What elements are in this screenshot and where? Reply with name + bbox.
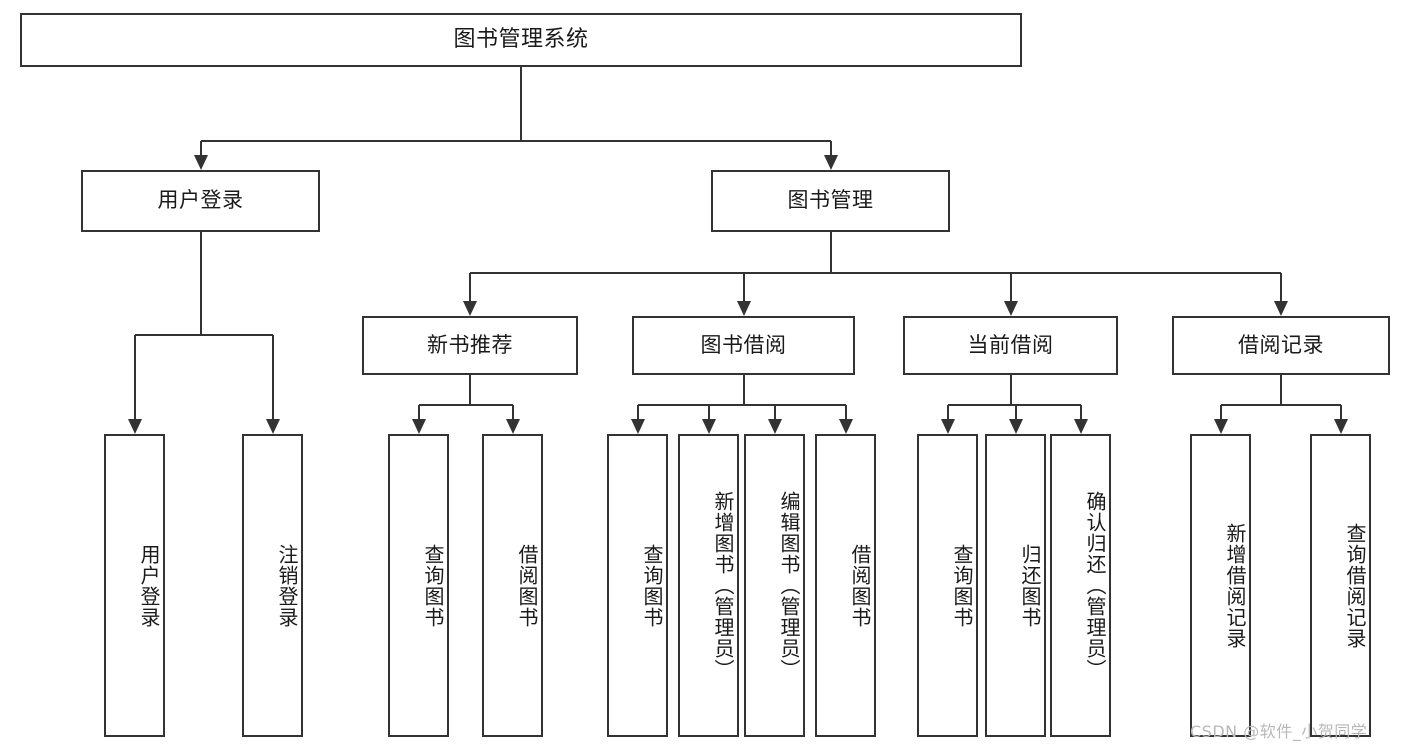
- arrow-head-icon: [1333, 419, 1348, 434]
- node-label: 查询借阅记录: [1343, 522, 1367, 649]
- connector-vertical: [707, 405, 710, 419]
- connector-stem: [1009, 375, 1012, 405]
- leaf-node: 编辑图书（管理员）: [744, 434, 805, 737]
- leaf-node: 查询图书: [388, 434, 449, 737]
- connector-vertical: [829, 141, 832, 155]
- connector-root-bar: [200, 140, 831, 142]
- connector-login-bar: [134, 334, 273, 336]
- connector-bar: [637, 404, 846, 406]
- node-label: 编辑图书（管理员）: [777, 491, 801, 680]
- node-label: 查询图书: [640, 543, 664, 628]
- node-label: 查询图书: [950, 543, 974, 628]
- node-label: 图书借阅: [700, 332, 787, 357]
- node-label: 注销登录: [275, 543, 299, 628]
- arrow-head-icon: [630, 419, 645, 434]
- connector-bar: [1220, 404, 1341, 406]
- connector-vertical: [1009, 273, 1012, 301]
- node-label: 新增借阅记录: [1223, 522, 1247, 649]
- node-label: 图书管理系统: [453, 26, 589, 52]
- node-label: 归还图书: [1018, 543, 1042, 628]
- level3-node: 借阅记录: [1172, 316, 1390, 375]
- root-node: 图书管理系统: [20, 13, 1022, 67]
- connector-stem: [1280, 375, 1282, 405]
- connector-vertical: [742, 273, 745, 301]
- arrow-head-icon: [463, 301, 477, 316]
- connector-stem: [469, 375, 471, 405]
- level3-node: 图书借阅: [632, 316, 855, 375]
- arrow-head-icon: [505, 419, 520, 434]
- leaf-node: 查询图书: [917, 434, 978, 737]
- arrow-head-icon: [1003, 301, 1018, 316]
- connector-vertical: [199, 141, 202, 155]
- connector-bar: [947, 404, 1081, 406]
- connector-stem: [742, 375, 745, 405]
- arrow-head-icon: [823, 155, 838, 170]
- node-label: 新增图书（管理员）: [711, 491, 735, 680]
- level3-node: 当前借阅: [903, 316, 1118, 375]
- node-label: 用户登录: [137, 543, 161, 628]
- arrow-head-icon: [411, 419, 426, 434]
- connector-vertical: [636, 405, 639, 419]
- connector-vertical: [1280, 273, 1282, 301]
- arrow-head-icon: [701, 419, 716, 434]
- node-label: 查询图书: [421, 543, 445, 628]
- node-label: 用户登录: [157, 188, 244, 213]
- level2-node: 用户登录: [81, 170, 320, 232]
- leaf-node: 新增借阅记录: [1190, 434, 1251, 737]
- leaf-node: 借阅图书: [815, 434, 876, 737]
- connector-login-stem: [199, 232, 202, 335]
- connector-books-bar: [470, 272, 1281, 274]
- connector-vertical: [1079, 405, 1082, 419]
- connector-vertical: [469, 273, 471, 301]
- connector-vertical: [511, 405, 514, 419]
- csdn-watermark: CSDN @软件_小贺同学: [1190, 722, 1368, 741]
- arrow-head-icon: [1073, 419, 1088, 434]
- arrow-head-icon: [1213, 419, 1228, 434]
- connector-vertical: [133, 335, 136, 419]
- leaf-node: 查询借阅记录: [1310, 434, 1371, 737]
- connector-vertical: [271, 335, 274, 419]
- connector-vertical: [773, 405, 776, 419]
- arrow-head-icon: [193, 155, 208, 170]
- arrow-head-icon: [940, 419, 955, 434]
- connector-vertical: [844, 405, 847, 419]
- connector-vertical: [1219, 405, 1222, 419]
- node-label: 当前借阅: [967, 332, 1054, 357]
- arrow-head-icon: [265, 419, 280, 434]
- level3-node: 新书推荐: [362, 316, 578, 375]
- arrow-head-icon: [1008, 419, 1023, 434]
- node-label: 借阅记录: [1238, 332, 1324, 357]
- connector-vertical: [1014, 405, 1017, 419]
- arrow-head-icon: [1274, 301, 1288, 316]
- leaf-node: 用户登录: [104, 434, 165, 737]
- connector-books-stem: [829, 232, 832, 273]
- node-label: 确认归还（管理员）: [1083, 491, 1107, 680]
- leaf-node: 查询图书: [607, 434, 668, 737]
- connector-vertical: [946, 405, 949, 419]
- arrow-head-icon: [736, 301, 751, 316]
- leaf-node: 借阅图书: [482, 434, 543, 737]
- node-label: 借阅图书: [515, 543, 539, 628]
- connector-vertical: [417, 405, 420, 419]
- leaf-node: 确认归还（管理员）: [1050, 434, 1111, 737]
- node-label: 图书管理: [787, 188, 874, 213]
- leaf-node: 注销登录: [242, 434, 303, 737]
- leaf-node: 新增图书（管理员）: [678, 434, 739, 737]
- node-label: 借阅图书: [848, 543, 872, 628]
- leaf-node: 归还图书: [985, 434, 1046, 737]
- connector-bar: [418, 404, 513, 406]
- level2-node: 图书管理: [711, 170, 950, 232]
- connector-root-stem: [520, 67, 522, 141]
- connector-vertical: [1339, 405, 1342, 419]
- node-label: 新书推荐: [427, 332, 513, 357]
- arrow-head-icon: [838, 419, 853, 434]
- arrow-head-icon: [127, 419, 142, 434]
- arrow-head-icon: [767, 419, 782, 434]
